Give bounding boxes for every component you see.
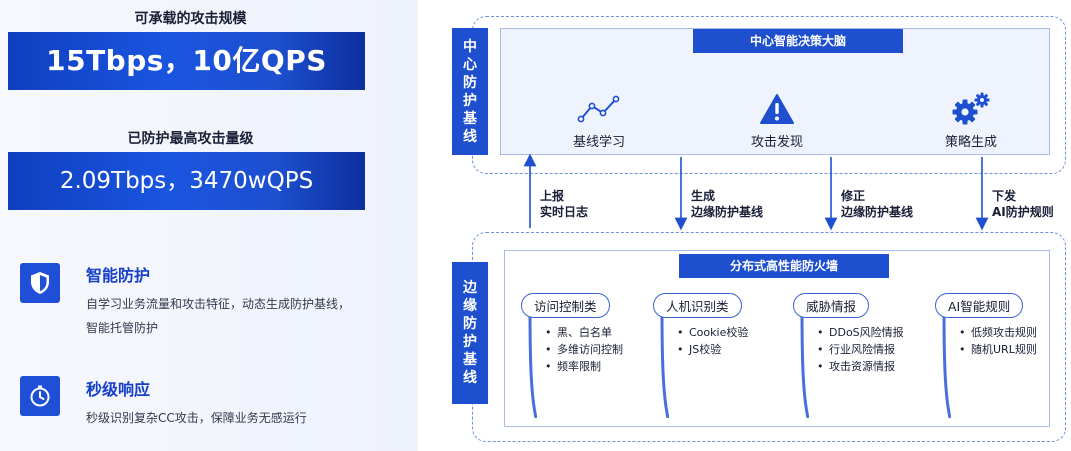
feature-title-fast: 秒级响应: [86, 380, 151, 399]
edge-column-threat-intel: 威胁情报 DDoS风险情报 行业风险情报 攻击资源情报: [793, 293, 918, 418]
edge-column-title: AI智能规则: [935, 293, 1024, 318]
architecture-diagram: 中心防护基线 边缘防护基线 中心智能决策大脑 基线学习: [418, 0, 1071, 451]
stat-max-attack-banner: 2.09Tbps，3470wQPS: [8, 152, 365, 210]
list-item: 频率限制: [545, 358, 646, 375]
list-item: 低频攻击规则: [959, 324, 1060, 341]
column-accent-curve: [660, 310, 669, 418]
column-accent-curve: [942, 310, 951, 418]
shield-icon: [20, 263, 60, 303]
warning-icon: [717, 89, 837, 129]
center-item-label: 基线学习: [572, 135, 625, 150]
stat-capacity-banner: 15Tbps，10亿QPS: [8, 32, 365, 90]
edge-column-access-control: 访问控制类 黑、白名单 多维访问控制 频率限制: [521, 293, 646, 418]
list-item: DDoS风险情报: [817, 324, 918, 341]
arrow-label-report: 上报实时日志: [540, 189, 589, 219]
stat-capacity-title: 可承载的攻击规模: [134, 11, 247, 27]
list-item: 行业风险情报: [817, 341, 918, 358]
center-item-attack-discovery: 攻击发现: [717, 89, 837, 150]
flow-arrows: [523, 153, 989, 231]
center-item-policy-generation: 策略生成: [911, 89, 1031, 150]
edge-baseline-label: 边缘防护基线: [452, 262, 488, 404]
edge-column-human-verification: 人机识别类 Cookie校验 JS校验: [653, 293, 778, 418]
left-panel: 可承载的攻击规模 15Tbps，10亿QPS 已防护最高攻击量级 2.09Tbp…: [0, 0, 418, 451]
edge-firewall-box: 分布式高性能防火墙 访问控制类 黑、白名单 多维访问控制 频率限制 人机识别类 …: [504, 250, 1050, 427]
center-brain-box: 中心智能决策大脑 基线学习 攻击发现: [500, 28, 1050, 155]
line-chart-icon: [539, 89, 659, 129]
arrow-label-generate: 生成边缘防护基线: [691, 189, 764, 219]
arrow-label-correct: 修正边缘防护基线: [841, 189, 914, 219]
stopwatch-icon: [20, 376, 60, 416]
list-item: 随机URL规则: [959, 341, 1060, 358]
center-brain-title: 中心智能决策大脑: [693, 29, 903, 53]
list-item: JS校验: [677, 341, 778, 358]
list-item: Cookie校验: [677, 324, 778, 341]
feature-desc-smart: 自学习业务流量和攻击特征，动态生成防护基线，智能托管防护: [86, 297, 351, 335]
edge-column-title: 访问控制类: [521, 293, 610, 318]
edge-column-title: 人机识别类: [653, 293, 742, 318]
center-item-label: 攻击发现: [750, 135, 803, 150]
feature-title-smart: 智能防护: [86, 266, 151, 285]
center-baseline-label: 中心防护基线: [452, 28, 488, 155]
list-item: 攻击资源情报: [817, 358, 918, 375]
center-item-label: 策略生成: [944, 135, 997, 150]
edge-column-title: 威胁情报: [793, 293, 870, 318]
column-accent-curve: [528, 310, 537, 418]
column-accent-curve: [800, 310, 809, 418]
list-item: 黑、白名单: [545, 324, 646, 341]
edge-firewall-title: 分布式高性能防火墙: [679, 254, 889, 278]
gears-icon: [911, 89, 1031, 129]
edge-column-ai-rules: AI智能规则 低频攻击规则 随机URL规则: [935, 293, 1060, 418]
center-item-baseline-learning: 基线学习: [539, 89, 659, 150]
stat-max-attack-title: 已防护最高攻击量级: [127, 131, 254, 147]
feature-desc-fast: 秒级识别复杂CC攻击，保障业务无感运行: [86, 411, 307, 425]
list-item: 多维访问控制: [545, 341, 646, 358]
